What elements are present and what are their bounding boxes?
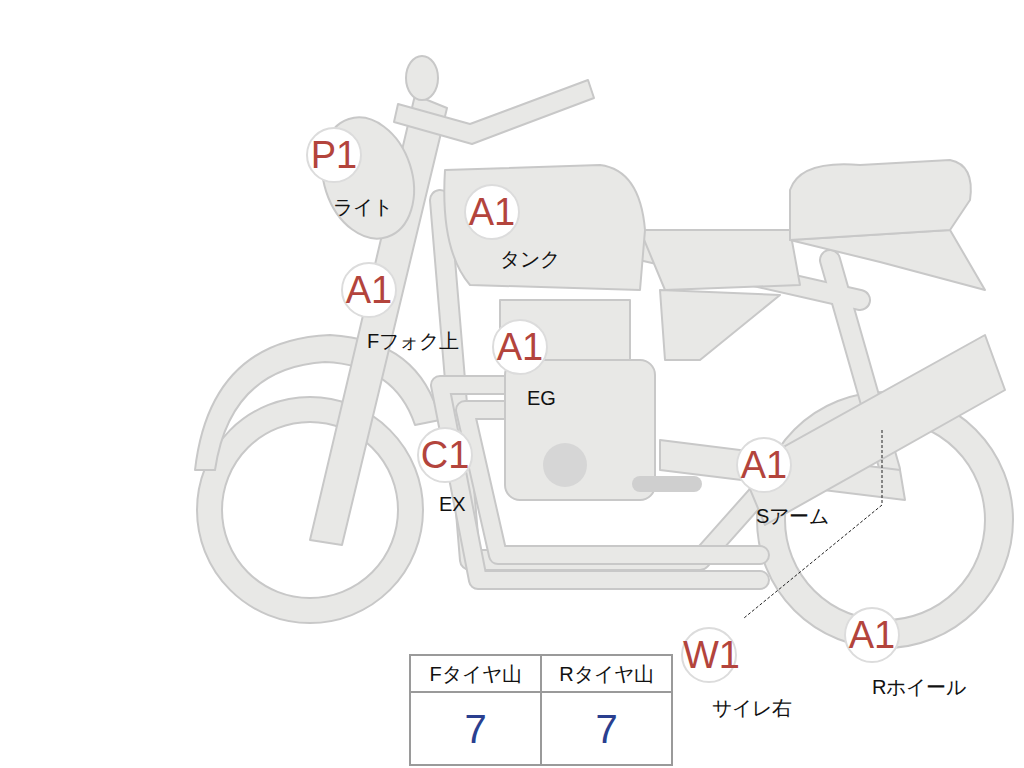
inspection-code: A1 <box>466 193 518 231</box>
part-name: サイレ右 <box>712 697 792 719</box>
part-name: タンク <box>500 248 560 270</box>
inspection-circle: A1Rホイール <box>844 607 900 663</box>
part-name: Rホイール <box>872 676 966 698</box>
inspection-code: A1 <box>846 616 898 654</box>
inspection-circle: A1Fフォク上 <box>341 262 397 318</box>
inspection-code: A1 <box>494 328 546 366</box>
inspection-code: C1 <box>419 436 471 474</box>
seat <box>790 160 971 240</box>
part-name: ライト <box>333 196 393 218</box>
inspection-circle: P1ライト <box>306 127 362 183</box>
inspection-circle: A1Sアーム <box>736 437 792 493</box>
mirror <box>406 56 438 100</box>
table-value: 7 <box>541 709 672 749</box>
part-name: EG <box>527 387 556 409</box>
part-name: EX <box>439 493 466 515</box>
front-rim <box>222 422 398 598</box>
inspection-code: A1 <box>343 271 395 309</box>
tire-table-grid <box>410 655 672 765</box>
table-header: Rタイヤ山 <box>541 664 672 684</box>
frame-outline <box>440 200 890 560</box>
inspection-code: A1 <box>738 446 790 484</box>
frame-tubes <box>440 200 890 560</box>
muffler <box>742 335 1005 525</box>
part-name: Sアーム <box>756 505 829 527</box>
front-fender <box>195 335 440 470</box>
inspection-circle: C1EX <box>417 427 473 483</box>
inspection-circle: A1タンク <box>464 184 520 240</box>
part-name: Fフォク上 <box>367 330 459 352</box>
inspection-circle: W1サイレ右 <box>681 627 737 683</box>
side-cover <box>640 230 800 290</box>
table-header: Fタイヤ山 <box>410 664 541 684</box>
fuel-tank <box>444 165 645 290</box>
inspection-circle: A1EG <box>492 319 548 375</box>
headlight <box>307 105 429 250</box>
footpeg <box>632 476 702 492</box>
engine-cover <box>543 443 587 487</box>
inspection-code: W1 <box>683 636 735 674</box>
inspection-code: P1 <box>308 136 360 174</box>
crankcase <box>505 360 655 500</box>
table-value: 7 <box>410 709 541 749</box>
battery-box <box>660 290 780 360</box>
front-tire <box>197 397 423 623</box>
